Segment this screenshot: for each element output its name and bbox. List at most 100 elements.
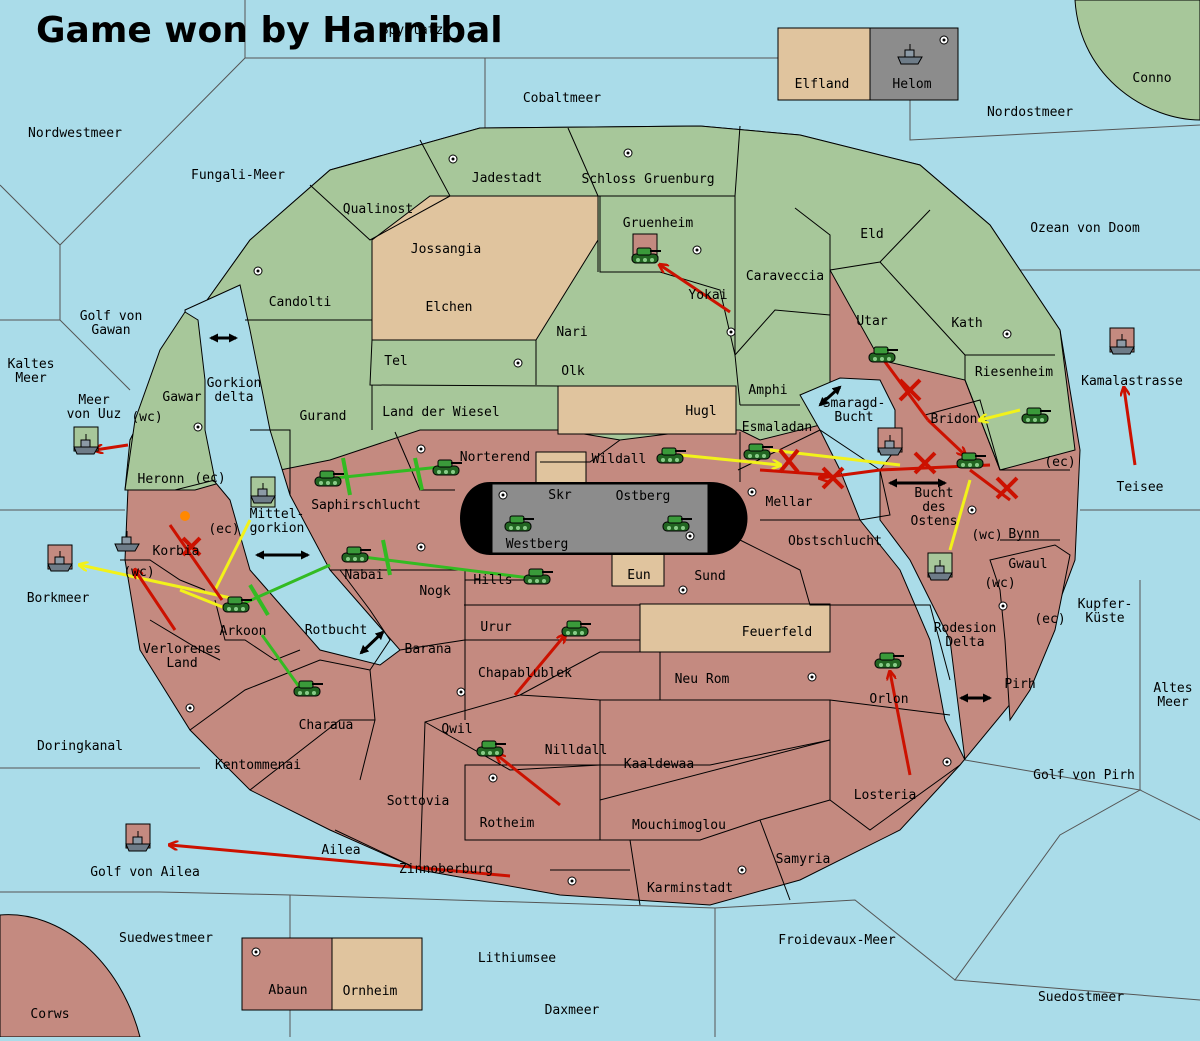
coast-tag: (wc) (131, 410, 162, 425)
region-label-nordwestmeer[interactable]: Nordwestmeer (28, 126, 122, 141)
region-label-jossangia[interactable]: Jossangia (411, 242, 481, 257)
region-label-pirh[interactable]: Pirh (1004, 677, 1035, 692)
region-label-kentom[interactable]: Kentommenai (215, 758, 301, 773)
region-label-norterend[interactable]: Norterend (460, 450, 530, 465)
region-label-nabai[interactable]: Nabai (344, 568, 383, 583)
region-label-corws[interactable]: Corws (30, 1007, 69, 1022)
region-label-nordostmeer[interactable]: Nordostmeer (987, 105, 1073, 120)
region-label-zinnoberburg[interactable]: Zinnoberburg (399, 862, 493, 877)
region-label-gruenheim[interactable]: Gruenheim (623, 216, 694, 231)
region-label-arkoon[interactable]: Arkoon (220, 624, 267, 639)
region-label-korbia[interactable]: Korbia (153, 544, 200, 559)
region-label-hugl[interactable]: Hugl (685, 404, 716, 419)
region-label-chapab[interactable]: Chapablublek (478, 666, 572, 681)
region-label-samyria[interactable]: Samyria (776, 852, 831, 867)
region-label-yokai[interactable]: Yokai (688, 288, 727, 303)
region-label-rotbucht[interactable]: Rotbucht (305, 623, 368, 638)
region-label-wildall[interactable]: Wildall (592, 452, 647, 467)
region-label-helom[interactable]: Helom (892, 77, 931, 92)
region-label-ailea[interactable]: Ailea (321, 843, 360, 858)
region-label-utar[interactable]: Utar (856, 314, 887, 329)
region-label-kath[interactable]: Kath (951, 316, 982, 331)
region-label-candolti[interactable]: Candolti (269, 295, 332, 310)
region-label-qwil[interactable]: Qwil (441, 722, 472, 737)
region-label-kupfer[interactable]: Kupfer-Küste (1078, 597, 1133, 626)
region-label-borkmeer[interactable]: Borkmeer (27, 591, 90, 606)
region-label-elchen[interactable]: Elchen (426, 300, 473, 315)
region-label-kamala[interactable]: Kamalastrasse (1081, 374, 1183, 389)
region-label-mouchi[interactable]: Mouchimoglou (632, 818, 726, 833)
region-label-abaun[interactable]: Abaun (268, 983, 307, 998)
region-label-spyplatz[interactable]: Spyplatz (381, 23, 444, 38)
region-label-eun[interactable]: Eun (627, 568, 650, 583)
region-label-ornheim[interactable]: Ornheim (343, 984, 398, 999)
region-label-mellar[interactable]: Mellar (766, 495, 813, 510)
region-label-golf_ailea[interactable]: Golf von Ailea (90, 865, 200, 880)
region-label-nilldall[interactable]: Nilldall (545, 743, 608, 758)
gawar-peninsula (124, 311, 216, 491)
region-label-ozean[interactable]: Ozean von Doom (1030, 221, 1140, 236)
region-label-ostberg[interactable]: Ostberg (616, 489, 671, 504)
region-label-suedwestmeer[interactable]: Suedwestmeer (119, 931, 213, 946)
region-label-feuerfeld[interactable]: Feuerfeld (742, 625, 812, 640)
region-label-charaua[interactable]: Charaua (299, 718, 354, 733)
region-label-heronn[interactable]: Heronn (138, 472, 185, 487)
region-label-gwaul[interactable]: Gwaul (1008, 557, 1047, 572)
coast-tag: (ec) (194, 471, 225, 486)
region-label-obstschlucht[interactable]: Obstschlucht (788, 534, 882, 549)
region-label-cobaltmeer[interactable]: Cobaltmeer (523, 91, 601, 106)
region-label-olk[interactable]: Olk (561, 364, 585, 379)
region-label-daxmeer[interactable]: Daxmeer (545, 1003, 600, 1018)
region-label-froidevaux[interactable]: Froidevaux-Meer (778, 933, 896, 948)
region-label-saphir[interactable]: Saphirschlucht (311, 498, 421, 513)
region-label-elfland[interactable]: Elfland (795, 77, 850, 92)
region-label-gurand[interactable]: Gurand (300, 409, 347, 424)
region-label-caraveccia[interactable]: Caraveccia (746, 269, 824, 284)
region-label-tel[interactable]: Tel (384, 354, 407, 369)
region-label-skr[interactable]: Skr (548, 488, 572, 503)
region-label-hills[interactable]: Hills (473, 573, 512, 588)
region-label-schloss[interactable]: Schloss Gruenburg (581, 172, 714, 187)
region-label-gawar[interactable]: Gawar (162, 390, 201, 405)
region-label-losteria[interactable]: Losteria (854, 788, 917, 803)
region-label-eld[interactable]: Eld (860, 227, 883, 242)
region-label-conno[interactable]: Conno (1132, 71, 1171, 86)
region-label-esmaladan[interactable]: Esmaladan (742, 420, 812, 435)
region-label-neurom[interactable]: Neu Rom (675, 672, 730, 687)
region-label-mittelgorkion[interactable]: Mittel-gorkion (250, 507, 305, 536)
region-label-sottovia[interactable]: Sottovia (387, 794, 450, 809)
region-label-westberg[interactable]: Westberg (506, 537, 569, 552)
region-label-barana[interactable]: Barana (405, 642, 452, 657)
region-label-fungali[interactable]: Fungali-Meer (191, 168, 285, 183)
region-label-doring[interactable]: Doringkanal (37, 739, 123, 754)
region-label-amphi[interactable]: Amphi (748, 383, 787, 398)
region-label-bynn[interactable]: Bynn (1008, 527, 1039, 542)
conno-island (1074, 0, 1200, 121)
region-label-land_wiesel[interactable]: Land der Wiesel (382, 405, 499, 420)
region-label-rotheim[interactable]: Rotheim (480, 816, 535, 831)
region-label-bridon[interactable]: Bridon (931, 412, 978, 427)
region-label-riesenheim[interactable]: Riesenheim (975, 365, 1053, 380)
region-label-teisee[interactable]: Teisee (1117, 480, 1164, 495)
region-label-nari[interactable]: Nari (556, 325, 587, 340)
region-label-golf_pirh[interactable]: Golf von Pirh (1033, 768, 1135, 783)
region-label-suedostmeer[interactable]: Suedostmeer (1038, 990, 1124, 1005)
region-label-nogk[interactable]: Nogk (419, 584, 450, 599)
region-label-lithiumsee[interactable]: Lithiumsee (478, 951, 556, 966)
region-label-qualinost[interactable]: Qualinost (343, 202, 413, 217)
region-label-jadestadt[interactable]: Jadestadt (472, 171, 542, 186)
region-label-sund[interactable]: Sund (694, 569, 725, 584)
region-label-smaragd[interactable]: Smaragd-Bucht (823, 396, 886, 425)
region-label-karminstadt[interactable]: Karminstadt (647, 881, 733, 896)
region-label-urur[interactable]: Urur (480, 620, 511, 635)
region-label-kaaldewaa[interactable]: Kaaldewaa (624, 757, 694, 772)
region-label-orlon[interactable]: Orlon (869, 692, 908, 707)
